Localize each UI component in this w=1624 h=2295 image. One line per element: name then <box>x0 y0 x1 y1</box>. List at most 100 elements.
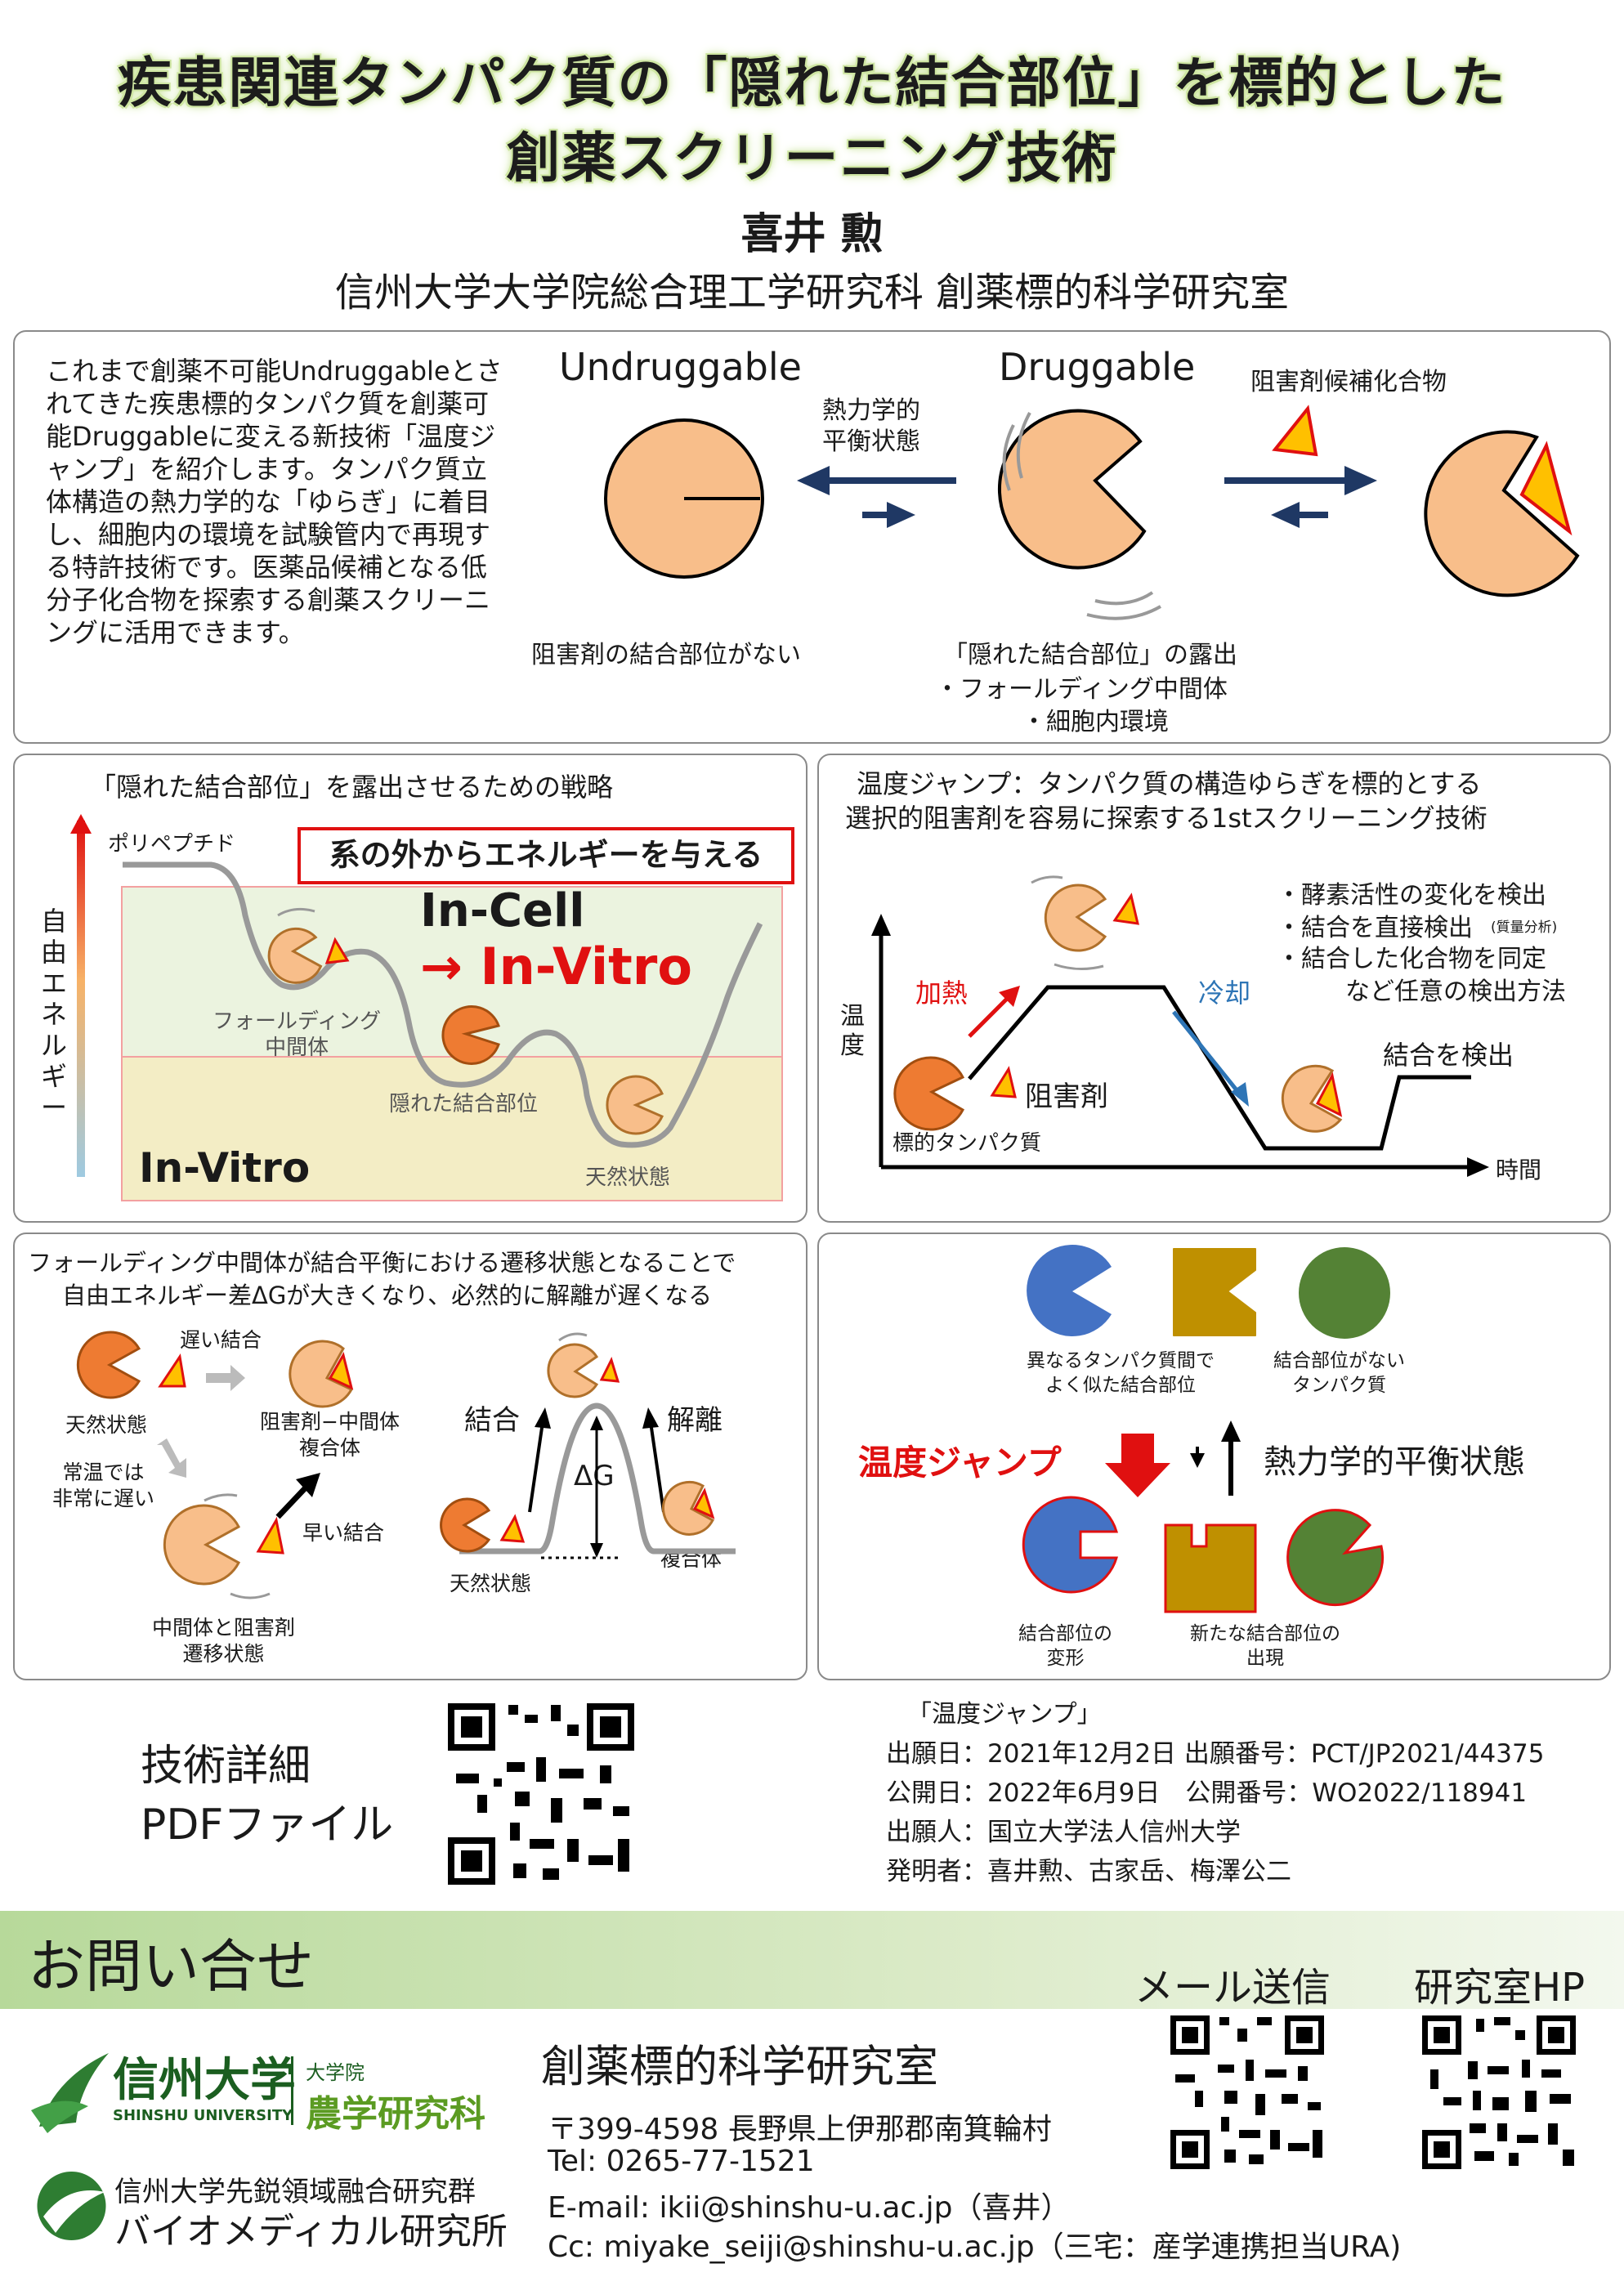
logo-divider <box>291 2056 293 2125</box>
pdf-qr-pattern <box>445 1700 638 1888</box>
native-label: 天然状態 <box>585 1165 671 1190</box>
tjump-heading-1: 温度ジャンプ：タンパク質の構造ゆらぎを標的とする <box>857 768 1482 799</box>
wobble-lines-2 <box>1086 591 1161 620</box>
patent-line-2: 公開日：2022年6月9日 公開番号：WO2022/118941 <box>886 1778 1528 1808</box>
institute-group: 信州大学先鋭領域融合研究群 <box>114 2176 476 2208</box>
wobble-hill <box>558 1332 588 1342</box>
incell-label: In-Cell <box>420 884 585 937</box>
energy-box: 系の外からエネルギーを与える <box>298 827 794 884</box>
room-temp-label: 常温では 非常に遅い <box>52 1461 155 1510</box>
energy-axis-bar <box>77 821 85 1177</box>
pdf-qr-code[interactable] <box>445 1700 638 1888</box>
invitro-label: In-Vitro <box>139 1144 311 1192</box>
title-line-1: 疾患関連タンパク質の「隠れた結合部位」を標的とした <box>117 51 1507 114</box>
tjump-panel <box>817 754 1611 1223</box>
room-temp-arrow <box>157 1438 186 1478</box>
equilibrium-label: 熱力学的 平衡状態 <box>822 396 920 456</box>
biomedical-logo-icon <box>37 2172 106 2240</box>
exposure-label: 「隠れた結合部位」の露出 <box>943 641 1237 669</box>
university-name: 信州大学 <box>113 2054 296 2107</box>
druggable-label: Druggable <box>999 345 1196 389</box>
p4-native-protein <box>76 1331 141 1399</box>
shinshu-logo-icon <box>31 2053 109 2133</box>
detect-bullet-3: ・結合した化合物を同定 <box>1277 945 1546 973</box>
target-protein <box>893 1056 965 1131</box>
address: 〒399-4598 長野県上伊那郡南箕輪村 <box>548 2113 1052 2146</box>
affiliation: 信州大学大学院総合理工学研究科 創薬標的科学研究室 <box>334 270 1290 315</box>
hill-native-protein <box>440 1497 491 1553</box>
email-address[interactable]: E-mail: ikii@shinshu-u.ac.jp（喜井） <box>548 2191 1071 2225</box>
bound-protein-p3 <box>1281 1064 1343 1133</box>
patent-line-1: 出願日：2021年12月2日 出願番号：PCT/JP2021/44375 <box>886 1739 1545 1769</box>
detect-bullet-2: ・結合を直接検出 <box>1277 914 1473 942</box>
equilibrium-arrows-1 <box>797 466 956 528</box>
detect-binding-label: 結合を検出 <box>1383 1040 1514 1071</box>
p4-transition-inhibitor <box>256 1516 284 1555</box>
institute-name: バイオメディカル研究所 <box>114 2211 508 2252</box>
heat-arrow <box>968 994 1012 1038</box>
overview-panel <box>13 330 1611 744</box>
transition-label: 中間体と阻害剤 遷移状態 <box>152 1616 296 1666</box>
mechanism-heading-1: フォールディング中間体が結合平衡における遷移状態となることで <box>28 1249 736 1277</box>
bullet-cell: ・細胞内環境 <box>1022 708 1169 736</box>
native-state-label: 天然状態 <box>65 1413 148 1437</box>
bound-inhibitor-p3 <box>1315 1071 1343 1117</box>
time-label: 時間 <box>1496 1156 1542 1183</box>
native-state-label-2: 天然状態 <box>450 1572 532 1595</box>
telephone: Tel: 0265-77-1521 <box>548 2145 815 2178</box>
temperature-profile <box>968 985 1471 1151</box>
intermediate-inhibitor <box>324 937 350 964</box>
wobble-lines-1 <box>1002 412 1031 491</box>
fast-arrow <box>275 1483 310 1519</box>
dissociation-label: 解離 <box>667 1404 723 1437</box>
target-inhibitor <box>990 1066 1017 1098</box>
small-down-arrow <box>1190 1453 1205 1468</box>
complex-label: 阻害剤−中間体 複合体 <box>260 1410 400 1460</box>
target-label: 標的タンパク質 <box>893 1131 1042 1156</box>
contact-heading: お問い合せ <box>28 1933 314 2000</box>
new-site-label: 新たな結合部位の 出現 <box>1190 1623 1340 1669</box>
homepage-qr-code[interactable] <box>1419 2012 1579 2172</box>
tech-detail-label-1: 技術詳細 <box>141 1742 311 1791</box>
wobble-p4 <box>204 1493 271 1599</box>
author-name: 喜井 勲 <box>740 210 884 259</box>
homepage-qr-pattern <box>1419 2012 1579 2172</box>
energy-curve <box>123 861 763 1148</box>
no-site-label-p5: 結合部位がない タンパク質 <box>1273 1350 1405 1396</box>
candidate-label: 阻害剤候補化合物 <box>1250 368 1447 396</box>
equilibrium-arrows-2 <box>1224 466 1377 528</box>
delta-g-label: ΔG <box>574 1460 615 1492</box>
hp-label: 研究室HP <box>1414 1965 1586 2011</box>
no-site-label: 阻害剤の結合部位がない <box>531 641 801 669</box>
binding-arrow <box>528 1421 544 1513</box>
energy-hill <box>459 1402 736 1555</box>
candidate-inhibitor <box>1272 405 1318 457</box>
heat-label: 加熱 <box>915 978 969 1009</box>
bullet-folding: ・フォールディング中間体 <box>935 675 1228 704</box>
cc-address[interactable]: Cc: miyake_seiji@shinshu-u.ac.jp（三宅：産学連携… <box>548 2230 1402 2264</box>
mail-qr-code[interactable] <box>1167 2012 1327 2172</box>
hidden-site-protein <box>441 1005 500 1065</box>
graduate-school-label: 大学院 <box>306 2061 365 2084</box>
p4-complex-protein <box>289 1340 354 1408</box>
patent-name: 「温度ジャンプ」 <box>907 1700 1102 1729</box>
hill-complex-inhibitor <box>692 1488 715 1519</box>
hill-top-inhibitor <box>599 1356 620 1383</box>
open-protein <box>998 409 1147 570</box>
mass-spec-note: (質量分析) <box>1491 919 1558 936</box>
detect-bullet-1: ・酵素活性の変化を検出 <box>1277 881 1546 910</box>
dissociation-arrow <box>649 1421 665 1513</box>
lab-name: 創薬標的科学研究室 <box>541 2041 938 2092</box>
mechanism-heading-2: 自由エネルギー差ΔGが大きくなり、必然的に解離が遅くなる <box>62 1282 713 1309</box>
green-protein-bottom <box>1286 1509 1385 1607</box>
intermediate-protein <box>267 927 323 984</box>
cool-arrow <box>1172 1010 1242 1097</box>
tjump-label: 温度ジャンプ <box>858 1443 1062 1483</box>
blue-protein-bottom <box>1022 1496 1118 1594</box>
hidden-site-label: 隠れた結合部位 <box>389 1092 539 1116</box>
cool-label: 冷却 <box>1198 978 1251 1009</box>
